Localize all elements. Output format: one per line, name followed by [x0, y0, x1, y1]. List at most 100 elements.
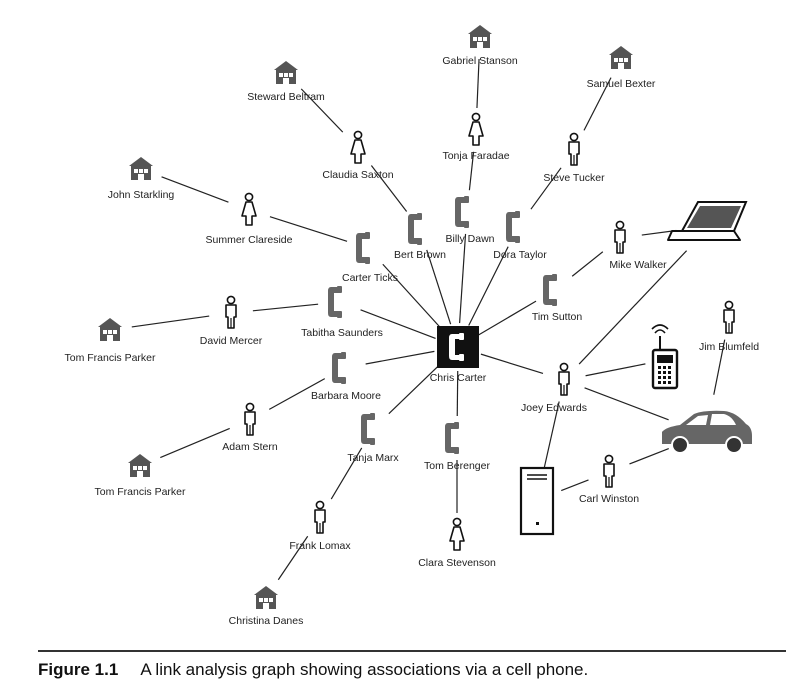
phone-center-icon — [437, 326, 479, 368]
edge-billy-dawn-chris-carter — [458, 233, 467, 324]
house-icon — [254, 586, 278, 609]
edge-dora-taylor-chris-carter — [468, 246, 509, 326]
edge-john-starkling-summer-clareside — [161, 176, 229, 203]
edge-mike-walker-laptop — [641, 229, 677, 236]
node-barbara-moore: Barbara Moore — [311, 352, 381, 402]
edge-christina-danes-frank-lomax — [277, 535, 309, 581]
node-label: Barbara Moore — [311, 390, 381, 402]
node-label: John Starkling — [108, 189, 175, 201]
node-label: Jim Blumfeld — [699, 341, 759, 353]
node-label: Steward Beltram — [247, 91, 325, 103]
person-female-icon — [241, 192, 257, 226]
node-billy-dawn: Billy Dawn — [445, 196, 495, 245]
node-carl-winston: Carl Winston — [579, 454, 639, 505]
node-tabitha-saunders: Tabitha Saunders — [301, 286, 383, 339]
phone-icon — [408, 213, 422, 245]
edge-tim-sutton-chris-carter — [478, 300, 537, 336]
person-male-icon — [314, 500, 326, 534]
node-laptop — [667, 201, 748, 241]
node-label: Tabitha Saunders — [301, 327, 383, 339]
node-cell-phone — [651, 324, 679, 390]
node-clara-stevenson: Clara Stevenson — [418, 517, 496, 569]
edge-carl-winston-car — [629, 448, 669, 465]
phone-icon — [328, 286, 342, 318]
node-bert-brown: Bert Brown — [394, 213, 446, 261]
node-label: Steve Tucker — [543, 172, 605, 184]
phone-icon — [361, 413, 375, 445]
edge-frank-lomax-tanja-marx — [330, 447, 363, 500]
node-label: David Mercer — [200, 335, 263, 347]
person-male-icon — [558, 362, 570, 396]
phone-icon — [506, 211, 520, 243]
node-carter-ticks: Carter Ticks — [342, 232, 398, 284]
node-label: Gabriel Stanson — [442, 55, 517, 67]
node-tom-francis-parker-2: Tom Francis Parker — [94, 454, 186, 498]
node-label: Tim Sutton — [532, 311, 583, 323]
person-male-icon — [568, 132, 580, 166]
edges-layer — [131, 58, 726, 581]
edge-tanja-marx-chris-carter — [388, 363, 442, 415]
node-label: Tonja Faradae — [442, 150, 509, 162]
person-male-icon — [723, 300, 735, 334]
edge-carter-ticks-chris-carter — [382, 263, 443, 330]
node-label: Tom Francis Parker — [94, 486, 186, 498]
node-adam-stern: Adam Stern — [222, 402, 278, 453]
node-dora-taylor: Dora Taylor — [493, 211, 547, 261]
node-steve-tucker: Steve Tucker — [543, 132, 605, 184]
edge-barbara-moore-chris-carter — [365, 350, 435, 365]
edge-steward-beltram-claudia-saxton — [300, 88, 344, 133]
edge-joey-edwards-cell-phone — [585, 363, 646, 377]
edge-summer-clareside-carter-ticks — [269, 216, 348, 242]
node-label: Samuel Bexter — [587, 78, 656, 90]
node-label: Bert Brown — [394, 249, 446, 261]
edge-tabitha-saunders-chris-carter — [360, 309, 436, 340]
node-label: Christina Danes — [229, 615, 304, 627]
node-gabriel-stanson: Gabriel Stanson — [442, 25, 518, 67]
edge-mike-walker-tim-sutton — [571, 251, 604, 277]
node-label: Billy Dawn — [445, 233, 494, 245]
node-label: Mike Walker — [609, 259, 667, 271]
house-icon — [609, 46, 633, 69]
node-computer-tower — [519, 466, 555, 536]
node-tanja-marx: Tanja Marx — [347, 413, 399, 464]
node-label: Summer Clareside — [206, 234, 293, 246]
phone-icon — [455, 196, 469, 228]
edge-tom-francis-parker-2-adam-stern — [160, 427, 230, 459]
person-female-icon — [350, 130, 366, 164]
node-tonja-faradae: Tonja Faradae — [442, 112, 510, 162]
phone-icon — [356, 232, 370, 264]
person-female-icon — [468, 112, 484, 146]
phone-icon — [543, 274, 557, 306]
node-tom-berenger: Tom Berenger — [424, 422, 490, 472]
node-frank-lomax: Frank Lomax — [289, 500, 351, 552]
edge-bert-brown-chris-carter — [426, 249, 452, 325]
node-chris-carter: Chris Carter — [430, 326, 487, 384]
node-label: Joey Edwards — [521, 402, 587, 414]
node-label: Clara Stevenson — [418, 557, 496, 569]
edge-david-mercer-tabitha-saunders — [252, 303, 319, 312]
node-mike-walker: Mike Walker — [609, 220, 667, 271]
node-christina-danes: Christina Danes — [229, 586, 304, 627]
caption-divider — [38, 650, 786, 652]
phone-icon — [445, 422, 459, 454]
node-label: Frank Lomax — [289, 540, 351, 552]
node-label: Tanja Marx — [347, 452, 399, 464]
person-male-icon — [603, 454, 615, 488]
node-car — [662, 410, 752, 454]
node-tim-sutton: Tim Sutton — [532, 274, 583, 323]
edge-tom-francis-parker-1-david-mercer — [131, 315, 210, 328]
edge-adam-stern-barbara-moore — [268, 378, 326, 410]
person-male-icon — [244, 402, 256, 436]
edge-carl-winston-computer-tower — [561, 479, 589, 492]
edge-joey-edwards-laptop — [578, 250, 688, 365]
figure-number: Figure 1.1 — [38, 660, 119, 679]
edge-tonja-faradae-billy-dawn — [468, 151, 475, 191]
node-label: Claudia Saxton — [322, 169, 393, 181]
node-label: Adam Stern — [222, 441, 278, 453]
edge-joey-edwards-computer-tower — [542, 401, 560, 475]
node-summer-clareside: Summer Clareside — [206, 192, 293, 246]
node-joey-edwards: Joey Edwards — [521, 362, 587, 414]
node-claudia-saxton: Claudia Saxton — [322, 130, 394, 181]
